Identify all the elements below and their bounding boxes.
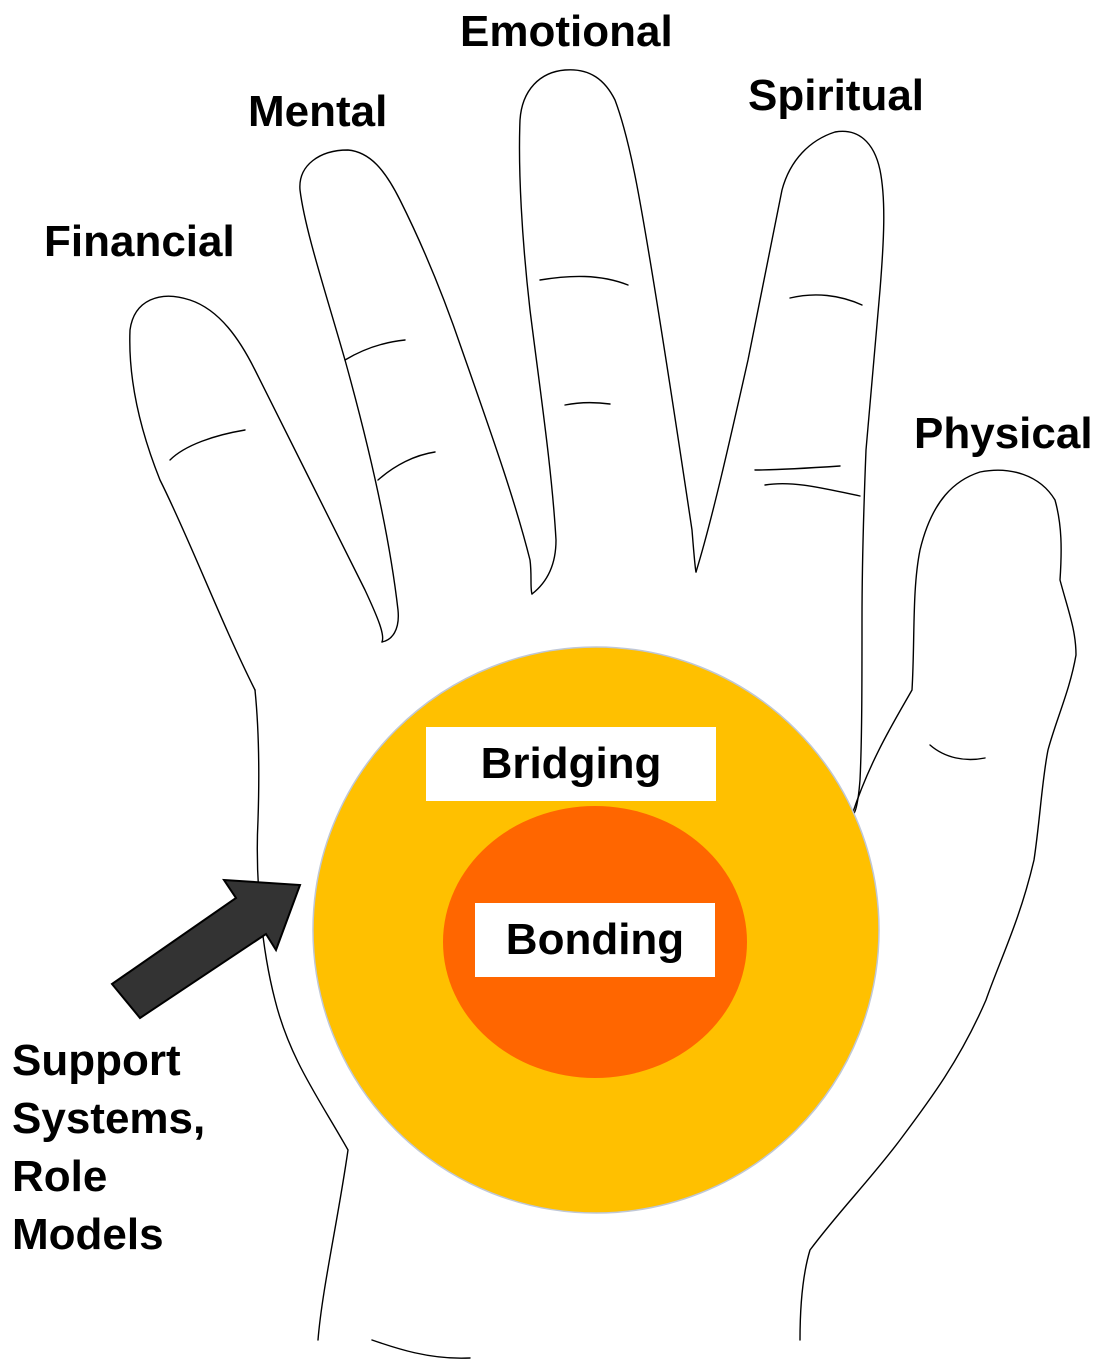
hand-outline bbox=[129, 69, 1077, 1359]
bridging-label: Bridging bbox=[426, 727, 716, 801]
mental-label: Mental bbox=[248, 87, 388, 136]
arrow-icon bbox=[110, 878, 302, 1020]
support-label-line: Systems, bbox=[12, 1094, 206, 1143]
financial-label: Financial bbox=[44, 217, 235, 266]
support-label-line: Role bbox=[12, 1152, 108, 1201]
support-systems-label: Support Systems, Role Models bbox=[12, 1032, 205, 1264]
spiritual-label: Spiritual bbox=[748, 71, 925, 120]
emotional-label: Emotional bbox=[460, 7, 673, 56]
physical-label: Physical bbox=[914, 409, 1093, 458]
bonding-label: Bonding bbox=[475, 903, 715, 977]
support-label-line: Support bbox=[12, 1036, 181, 1085]
support-label-line: Models bbox=[12, 1210, 164, 1259]
